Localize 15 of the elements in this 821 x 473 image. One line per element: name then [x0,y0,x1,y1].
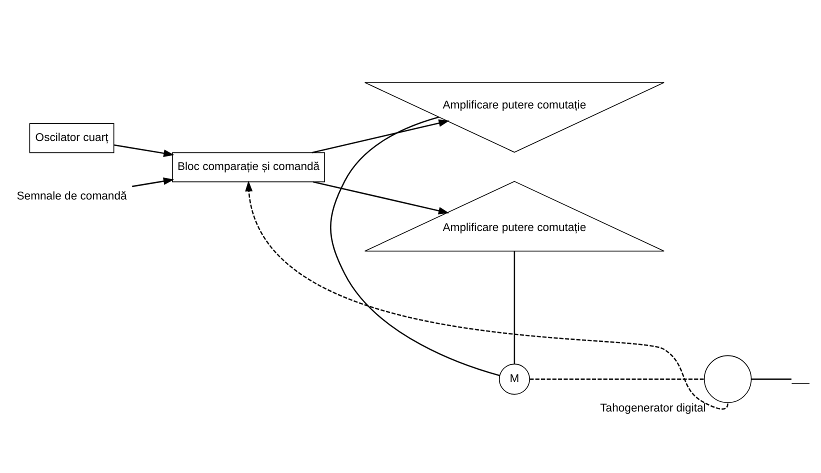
node-ground [791,382,810,384]
arrow [312,118,450,153]
node-circle [704,354,752,403]
arrow [132,177,174,187]
arrow [312,180,450,214]
connector [752,378,792,380]
arrow [114,144,174,156]
connector [514,250,516,364]
node-box: Oscilator cuarț [29,122,114,153]
node-box: Bloc comparație și comandă [172,152,325,182]
node-text: Semnale de comandă [16,190,127,202]
connector [330,116,500,376]
node-label: Tahogenerator digital [600,402,706,414]
connector [530,378,704,380]
node-circle: M [498,363,530,394]
